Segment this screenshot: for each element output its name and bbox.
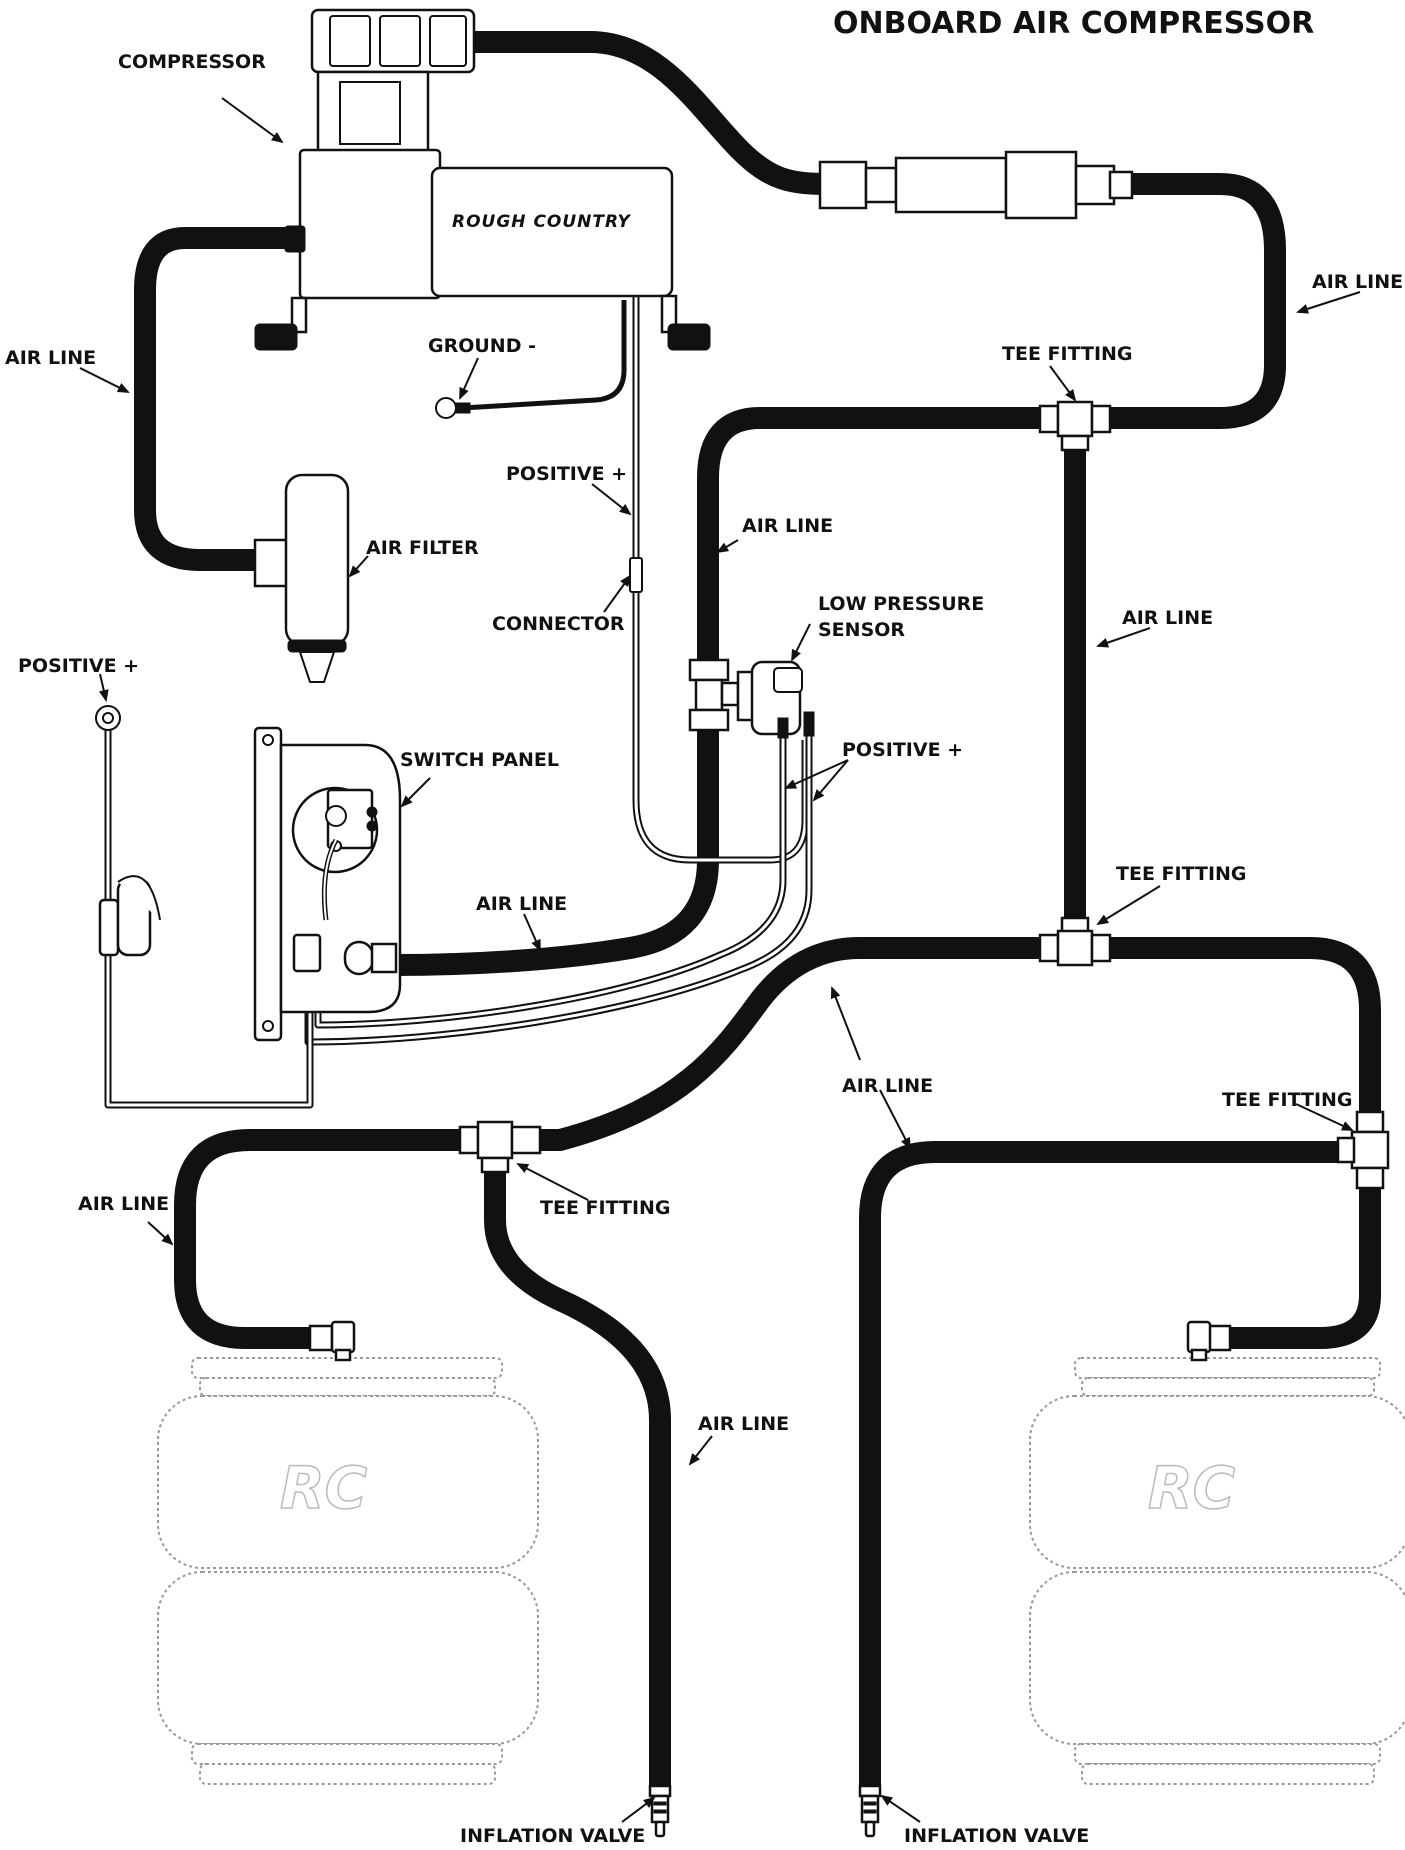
air-line-top-right-loop <box>1110 173 1286 429</box>
label-positive-sensor: POSITIVE + <box>842 739 963 761</box>
brand-text: ROUGH COUNTRY <box>452 212 632 232</box>
switch-panel <box>253 726 402 1042</box>
air-line-filter-loop <box>134 227 285 571</box>
label-tee-fitting-right: TEE FITTING <box>1222 1089 1353 1111</box>
bag-fitting-right <box>1186 1320 1232 1362</box>
bag-logo-left: RC <box>280 1454 367 1522</box>
label-air-line-center: AIR LINE <box>742 515 833 537</box>
fuse-holder <box>98 875 161 957</box>
battery-positive-terminal <box>95 705 121 731</box>
tee-fitting-top <box>1038 400 1112 452</box>
label-air-line-right-top: AIR LINE <box>1312 271 1403 293</box>
label-inflation-valve-right: INFLATION VALVE <box>904 1825 1089 1847</box>
label-tee-fitting-left: TEE FITTING <box>540 1197 671 1219</box>
bag-logo-right: RC <box>1148 1454 1235 1522</box>
air-line-left-bag <box>174 1129 460 1349</box>
bag-fitting-left <box>308 1320 356 1362</box>
label-compressor: COMPRESSOR <box>118 51 266 73</box>
air-line-compressor-out <box>470 31 831 195</box>
label-ground: GROUND - <box>428 335 536 357</box>
label-air-line-panel: AIR LINE <box>476 893 567 915</box>
ground-ring-terminal <box>435 397 457 419</box>
tee-fitting-left <box>458 1120 542 1174</box>
label-air-line-valve: AIR LINE <box>698 1413 789 1435</box>
air-bag-right: RC <box>1029 1357 1405 1785</box>
label-air-filter: AIR FILTER <box>366 537 479 559</box>
air-line-sensor-to-panel <box>394 730 719 976</box>
wire-ground <box>461 300 627 411</box>
label-connector: CONNECTOR <box>492 613 625 635</box>
label-air-line-bag-left: AIR LINE <box>78 1193 169 1215</box>
label-inflation-valve-left: INFLATION VALVE <box>460 1825 645 1847</box>
label-air-line-left: AIR LINE <box>5 347 96 369</box>
compressor: ROUGH COUNTRY <box>254 8 711 351</box>
air-line-mid-right <box>1110 937 1381 1115</box>
inflation-valve-right <box>858 1784 882 1838</box>
inflation-valve-left <box>648 1784 672 1838</box>
inline-connector <box>629 557 643 593</box>
label-positive-top: POSITIVE + <box>506 463 627 485</box>
label-tee-fitting-mid: TEE FITTING <box>1116 863 1247 885</box>
compressor-outlet-fitting <box>818 150 1134 220</box>
air-line-tee-to-sensor <box>697 407 1040 660</box>
label-air-line-vertical: AIR LINE <box>1122 607 1213 629</box>
air-line-left-valve <box>484 1168 671 1790</box>
label-positive-left: POSITIVE + <box>18 655 139 677</box>
air-line-right-valve <box>859 1141 1342 1790</box>
leader-arrows <box>79 97 1361 1823</box>
air-line-right-bag <box>1230 1180 1381 1349</box>
diagram-title: ONBOARD AIR COMPRESSOR <box>833 6 1314 41</box>
label-tee-fitting-top: TEE FITTING <box>1002 343 1133 365</box>
air-filter <box>253 473 350 683</box>
tee-fitting-right <box>1336 1110 1390 1190</box>
low-pressure-sensor <box>736 660 815 739</box>
label-low-pressure-sensor-line1: LOW PRESSURE <box>818 593 984 615</box>
air-line-mid-left <box>540 937 1040 1151</box>
label-low-pressure-sensor-line2: SENSOR <box>818 619 905 641</box>
air-bag-left: RC <box>157 1357 539 1785</box>
label-switch-panel: SWITCH PANEL <box>400 749 559 771</box>
tee-fitting-mid <box>1038 916 1112 967</box>
sensor-tee-fitting <box>688 658 740 732</box>
label-air-line-middle: AIR LINE <box>842 1075 933 1097</box>
